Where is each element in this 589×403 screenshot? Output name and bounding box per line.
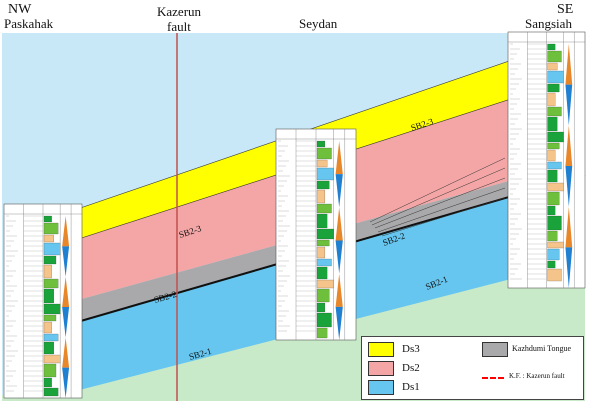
- fault-legend-label: K.F. : Kazerun fault: [509, 372, 565, 380]
- ds1-legend-label: Ds1: [402, 381, 420, 393]
- ds1-swatch: [368, 380, 394, 395]
- ds3-swatch: [368, 342, 394, 357]
- se-label: SE: [557, 2, 574, 17]
- fault-legend-dash: [482, 377, 504, 379]
- ds2-legend-label: Ds2: [402, 362, 420, 374]
- sangsiah-label: Sangsiah: [525, 16, 572, 31]
- tongue-wedge-lines: [369, 157, 506, 237]
- kazhdumi-tongue-swatch: [482, 342, 508, 357]
- well-log-sangsiah: [507, 31, 586, 289]
- kazhdumi-tongue-legend-label: Kazhdumi Tongue: [512, 344, 572, 353]
- fault-label: fault: [167, 19, 191, 34]
- kazerun-label: Kazerun: [157, 4, 202, 19]
- ds3-legend-label: Ds3: [402, 343, 420, 355]
- nw-label: NW: [8, 2, 32, 17]
- seydan-label: Seydan: [299, 16, 338, 31]
- paskahak-label: Paskahak: [4, 16, 54, 31]
- legend-box: Ds3 Ds2 Ds1 Kazhdumi Tongue K.F. : Kazer…: [361, 336, 584, 400]
- well-log-seydan: [275, 128, 357, 341]
- ds2-swatch: [368, 361, 394, 376]
- well-log-paskahak: [3, 203, 83, 399]
- ds3-top-line: [59, 34, 586, 216]
